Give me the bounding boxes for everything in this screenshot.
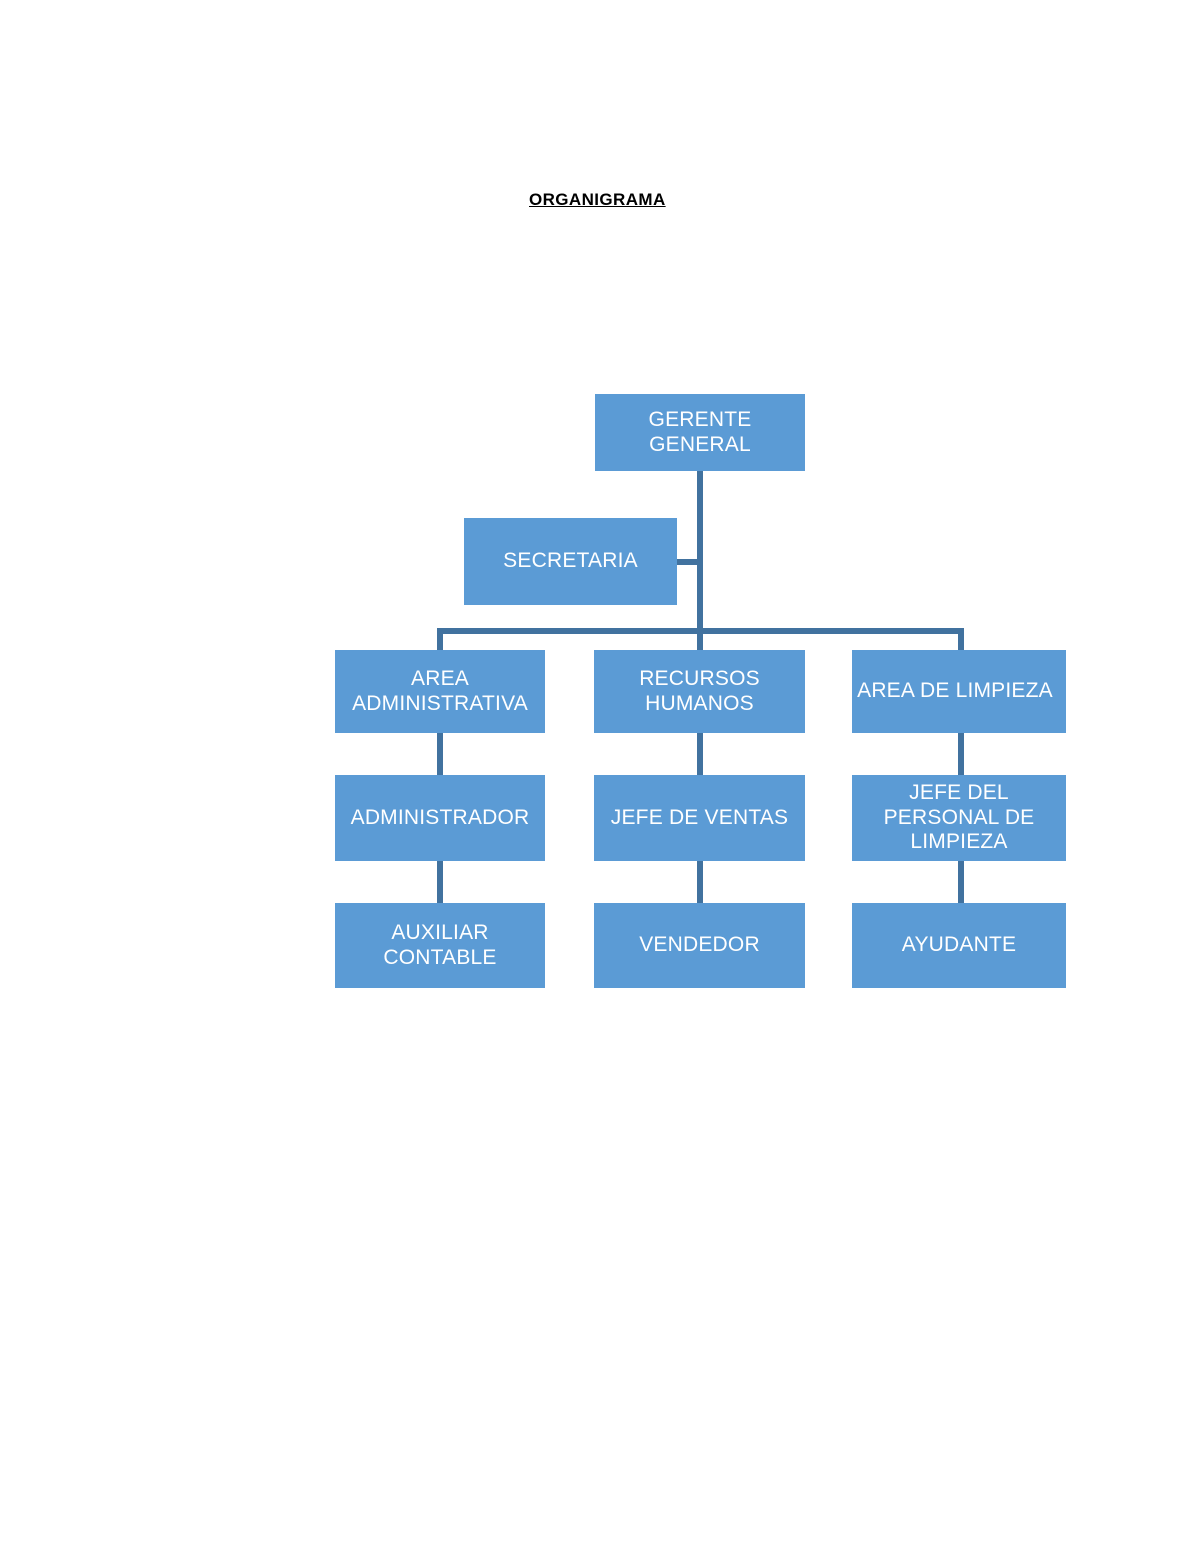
node-secretaria[interactable]: SECRETARIA — [464, 518, 677, 605]
node-vendedor[interactable]: VENDEDOR — [594, 903, 805, 988]
connector-recursos-humanos-to-jefe-de-ventas — [697, 733, 703, 775]
connector-trunk-vertical — [697, 471, 703, 631]
node-secretaria-label: SECRETARIA — [503, 549, 638, 573]
connector-level2-drop-right — [958, 628, 964, 650]
node-jefe-de-ventas-label: JEFE DE VENTAS — [610, 805, 789, 829]
connector-level2-drop-left — [437, 628, 443, 650]
connector-administrador-to-auxiliar-contable — [437, 861, 443, 903]
connector-level2-drop-center — [697, 628, 703, 650]
node-jefe-de-ventas[interactable]: JEFE DE VENTAS — [594, 775, 805, 861]
page-title: ORGANIGRAMA — [529, 190, 666, 209]
node-area-de-limpieza-label: AREA DE LIMPIEZA — [857, 679, 1053, 703]
connector-area-administrativa-to-administrador — [437, 733, 443, 775]
node-administrador-label: ADMINISTRADOR — [350, 805, 530, 829]
connector-jefe-de-ventas-to-vendedor — [697, 861, 703, 903]
node-administrador[interactable]: ADMINISTRADOR — [335, 775, 545, 861]
node-ayudante-label: AYUDANTE — [901, 933, 1017, 957]
connector-jefe-personal-to-ayudante — [958, 861, 964, 903]
node-vendedor-label: VENDEDOR — [639, 933, 760, 957]
node-area-de-limpieza[interactable]: AREA DE LIMPIEZA — [852, 650, 1066, 733]
connector-secretaria-stub — [677, 559, 701, 565]
node-ayudante[interactable]: AYUDANTE — [852, 903, 1066, 988]
connector-area-de-limpieza-to-jefe-personal — [958, 733, 964, 775]
